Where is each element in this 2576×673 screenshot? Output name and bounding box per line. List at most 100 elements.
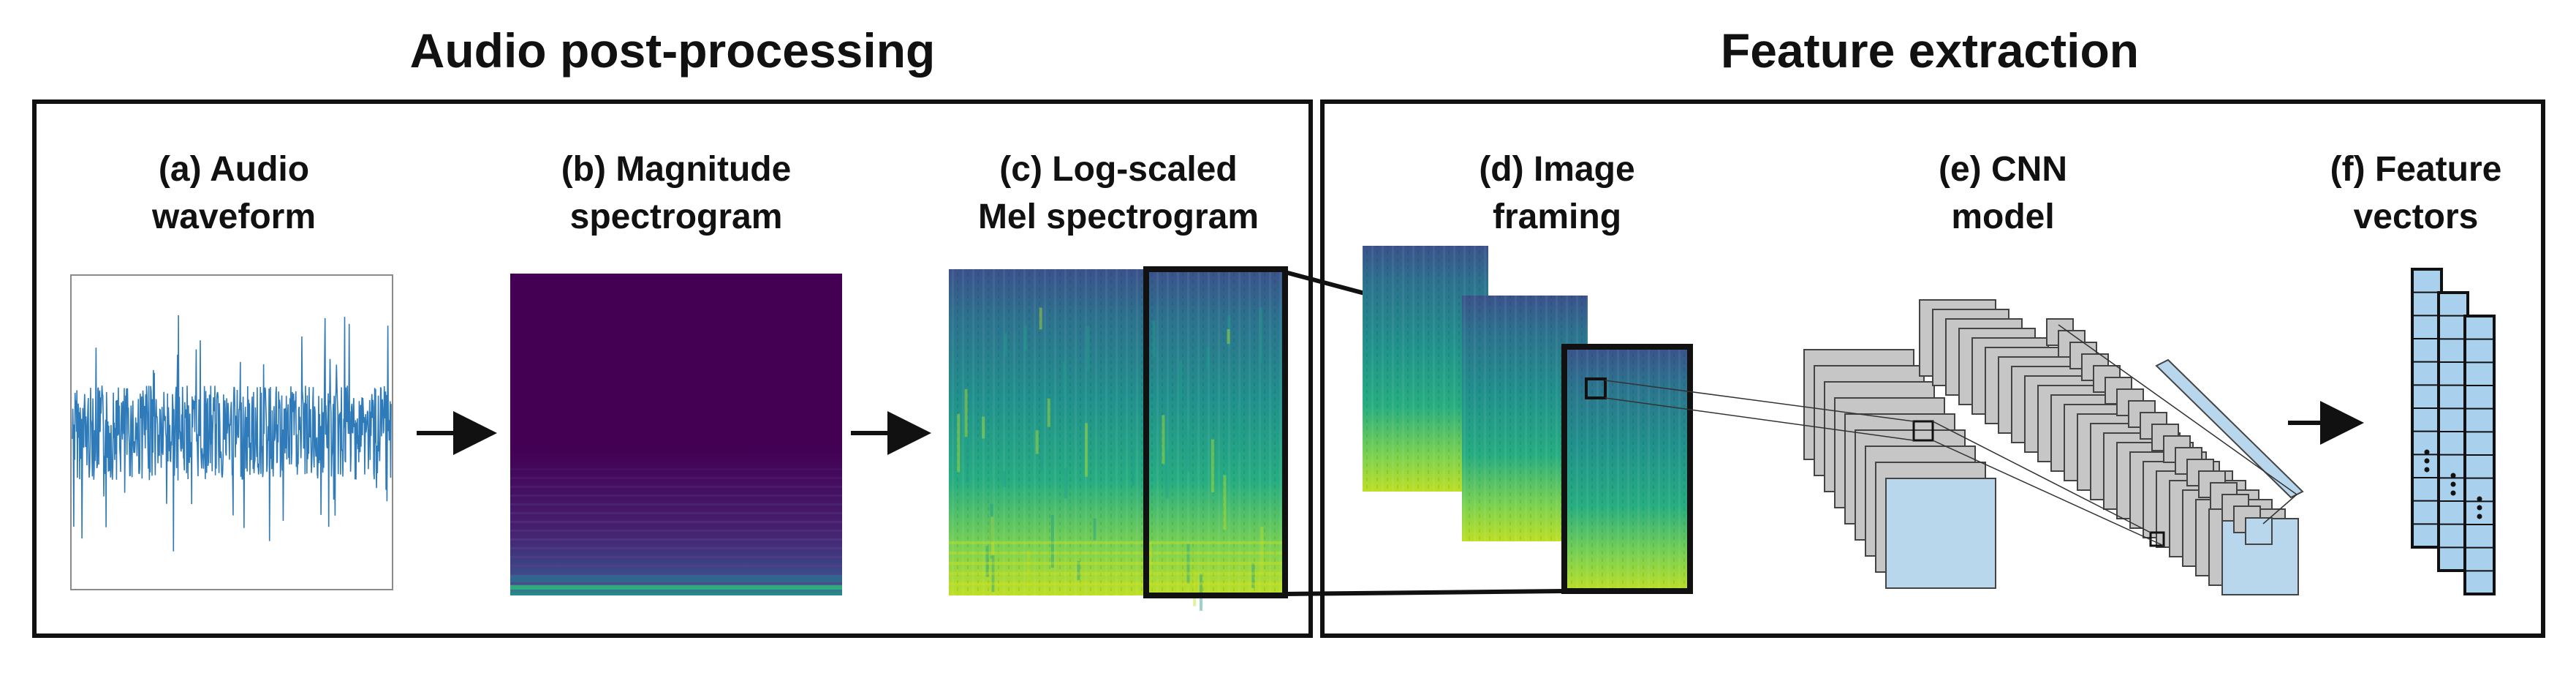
mel-streak — [1035, 430, 1039, 454]
mel-streak — [949, 582, 1285, 585]
mel-streak — [982, 416, 985, 439]
mel-streak — [1063, 361, 1066, 398]
mel-streak — [966, 432, 969, 484]
mel-streak — [1186, 430, 1190, 472]
waveform-plot — [72, 315, 392, 552]
ellipsis-dot — [2424, 449, 2430, 455]
spectrogram-band — [510, 486, 842, 488]
mel-streak — [991, 554, 995, 593]
mel-streak — [1162, 415, 1165, 465]
mel-streak — [1132, 447, 1135, 486]
mel-streak — [949, 552, 1285, 554]
mel-frame-highlight — [1143, 266, 1288, 598]
receptive-field-box — [1585, 377, 1607, 399]
ellipsis-dot — [2424, 467, 2430, 473]
spectrogram-band — [510, 503, 842, 505]
mel-streak — [1224, 418, 1227, 462]
ellipsis-dot — [2477, 505, 2482, 511]
mel-streak — [1227, 329, 1230, 344]
magnitude-spectrogram-harmonics — [510, 468, 842, 590]
connection-line — [2262, 494, 2297, 525]
spectrogram-band — [510, 585, 842, 590]
connection-line — [1932, 421, 2151, 533]
mel-streak — [1047, 398, 1050, 427]
mel-streak — [1050, 515, 1054, 568]
stage-label-line: (f) Feature — [2330, 150, 2502, 189]
mel-streak — [957, 413, 961, 473]
dense-layer — [2155, 358, 2304, 499]
spectrogram-band — [510, 556, 842, 558]
ellipsis-dot — [2450, 473, 2456, 478]
mel-streak — [1077, 560, 1080, 581]
stage-label-line: spectrogram — [569, 197, 783, 236]
mel-streak — [1152, 320, 1156, 358]
feature-vectors — [2411, 268, 2496, 595]
mel-streak — [1183, 408, 1186, 435]
stage-label-line: Mel spectrogram — [977, 197, 1259, 236]
mel-streak — [991, 542, 994, 595]
stage-label-line: vectors — [2353, 197, 2479, 236]
spectrogram-band — [510, 582, 842, 584]
audio-post-processing-panel — [32, 99, 1313, 638]
mel-streak — [1193, 570, 1197, 606]
mel-streak — [1206, 347, 1210, 370]
mel-streak — [1165, 450, 1169, 499]
mel-streak — [949, 541, 1285, 544]
spectrogram-band — [510, 477, 842, 479]
mel-streak — [1186, 544, 1190, 584]
stage-label-cnn-model: (e) CNN model — [1939, 146, 2067, 241]
section-title-audio-post-processing: Audio post-processing — [409, 23, 936, 78]
stage-label-mel-spectrogram: (c) Log-scaled Mel spectrogram — [978, 146, 1259, 241]
waveform-line — [72, 315, 392, 552]
ellipsis-dot — [2450, 481, 2456, 487]
mel-streak — [1086, 326, 1090, 372]
mel-streak — [1149, 542, 1153, 596]
stage-label-line: (c) Log-scaled — [999, 150, 1238, 189]
stage-label-line: (b) Magnitude — [561, 150, 792, 189]
spectrogram-band — [510, 530, 842, 532]
stage-label-image-framing: (d) Image framing — [1479, 146, 1634, 241]
ellipsis-dot — [2477, 514, 2482, 519]
spectrogram-band — [510, 468, 842, 470]
stage-label-line: (d) Image — [1479, 150, 1635, 189]
mel-streak — [1260, 526, 1264, 576]
mel-streak — [990, 516, 993, 556]
mel-streak — [985, 546, 989, 577]
stage-label-line: (a) Audio — [158, 150, 310, 189]
stage-label-line: model — [1951, 197, 2055, 236]
connection-line — [2058, 324, 2297, 495]
mel-streak — [949, 572, 1285, 575]
ellipsis-dot — [2450, 490, 2456, 496]
mel-streak — [1093, 518, 1096, 541]
spectrogram-band — [510, 547, 842, 549]
connection-line — [1932, 440, 2164, 546]
stage-label-feature-vectors: (f) Feature vectors — [2330, 146, 2502, 241]
section-title-feature-extraction: Feature extraction — [1720, 23, 2140, 78]
connection-line — [1605, 397, 1914, 441]
mel-streak — [1211, 439, 1214, 493]
conv-layer-3 — [2245, 517, 2273, 545]
connection-line — [1605, 380, 1914, 422]
spectrogram-band — [510, 574, 842, 576]
magnitude-spectrogram — [510, 274, 842, 595]
spectrogram-band — [510, 495, 842, 497]
feature-extraction-panel — [1320, 99, 2545, 638]
stage-label-line: waveform — [151, 197, 317, 236]
stage-label-magnitude-spectrogram: (b) Magnitude spectrogram — [561, 146, 792, 241]
spectrogram-band — [510, 512, 842, 514]
mel-streak — [990, 503, 993, 559]
stage-label-audio-waveform: (a) Audio waveform — [152, 146, 316, 241]
mel-streak — [1251, 563, 1255, 588]
mel-streak — [1004, 333, 1007, 357]
mel-streak — [964, 388, 968, 437]
mel-streak — [1064, 467, 1067, 499]
stage-label-line: framing — [1492, 197, 1622, 236]
mel-streak — [1223, 475, 1227, 530]
mel-streak — [1027, 550, 1031, 594]
mel-streak — [1002, 470, 1006, 487]
spectrogram-band — [510, 521, 842, 523]
mel-streak — [949, 562, 1285, 565]
mel-streak — [1259, 307, 1262, 363]
mel-spectrogram-texture — [949, 269, 1285, 595]
